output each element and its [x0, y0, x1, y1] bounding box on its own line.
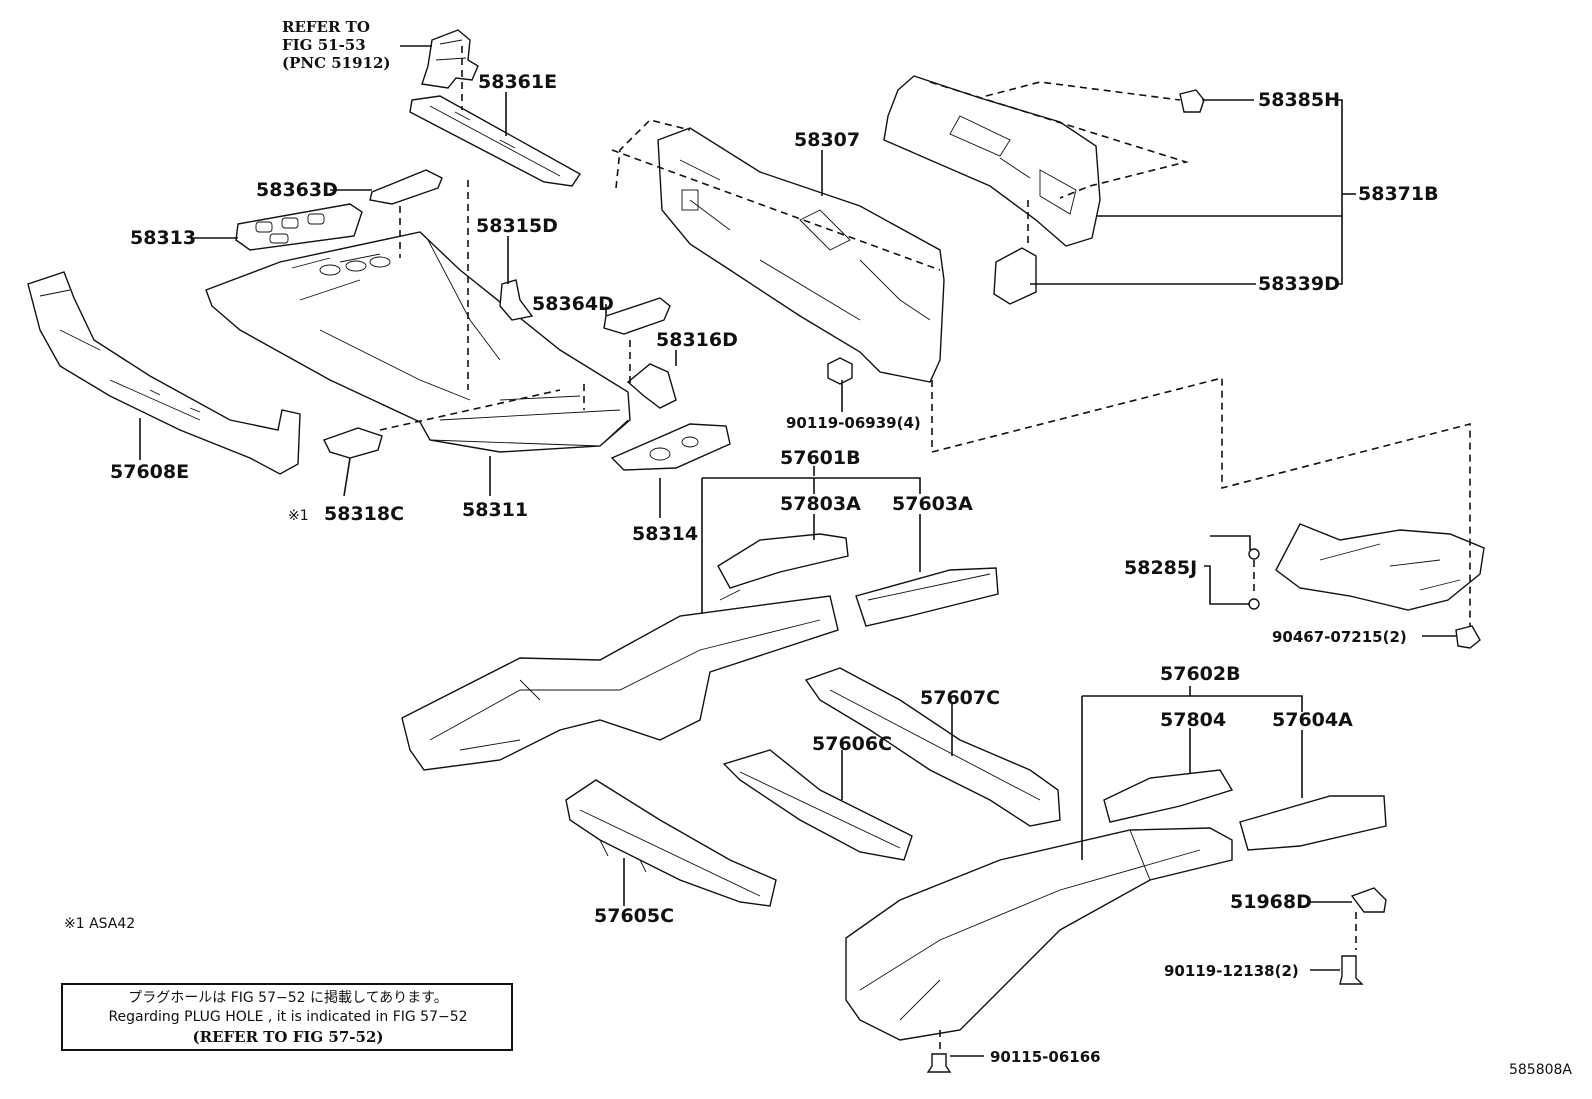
label-58285J[interactable]: 58285J — [1124, 557, 1197, 579]
part-57604A-shape — [1239, 795, 1387, 851]
label-58313[interactable]: 58313 — [130, 227, 196, 249]
label-58318C[interactable]: 58318C — [324, 503, 404, 525]
part-58311-shape — [205, 231, 631, 453]
label-58307[interactable]: 58307 — [794, 129, 860, 151]
label-58361E[interactable]: 58361E — [478, 71, 557, 93]
label-58385H[interactable]: 58385H — [1258, 89, 1340, 111]
label-57607C[interactable]: 57607C — [920, 687, 1000, 709]
refer-bracket-part — [421, 29, 479, 89]
label-51968D[interactable]: 51968D — [1230, 891, 1312, 913]
label-58363D[interactable]: 58363D — [256, 179, 338, 201]
part-58318C-shape — [323, 427, 383, 459]
info-box-japanese: プラグホールは FIG 57−52 に掲載してあります。 — [128, 990, 448, 1006]
label-57803A[interactable]: 57803A — [780, 493, 861, 515]
part-58316D-shape — [626, 363, 677, 409]
part-58315D-shape — [499, 279, 534, 321]
marker-asa42: ※1 — [288, 508, 309, 524]
part-57607C-shape — [804, 667, 1061, 827]
leader-lines — [139, 45, 1456, 1057]
refer-note: REFER TO FIG 51-53 (PNC 51912) — [282, 18, 391, 72]
label-58364D[interactable]: 58364D — [532, 293, 614, 315]
part-58385H-shape — [1179, 89, 1205, 113]
label-90467-07215[interactable]: 90467-07215(2) — [1272, 628, 1407, 646]
bolt-90119-06939-shape — [827, 357, 853, 385]
footnote-asa42: ※1 ASA42 — [64, 916, 135, 932]
dashed-alignment-lines — [379, 46, 1471, 1052]
part-58285J-shape — [1275, 523, 1485, 611]
clip-90467-07215-shape — [1455, 625, 1481, 649]
part-58314-shape — [610, 423, 731, 471]
part-57606C-shape — [722, 749, 913, 861]
part-57608E-shape — [27, 271, 301, 475]
part-58313-shape — [235, 203, 363, 251]
label-90115-06166[interactable]: 90115-06166 — [990, 1048, 1101, 1066]
figure-id: 585808A — [1509, 1062, 1572, 1078]
label-58316D[interactable]: 58316D — [656, 329, 738, 351]
label-57804[interactable]: 57804 — [1160, 709, 1226, 731]
part-57603A-shape — [855, 567, 999, 627]
label-57602B[interactable]: 57602B — [1160, 663, 1241, 685]
part-58339D-shape — [993, 247, 1037, 305]
label-90119-12138[interactable]: 90119-12138(2) — [1164, 962, 1299, 980]
part-58361E-shape — [409, 95, 582, 187]
part-57602B-shape — [845, 827, 1233, 1041]
part-51968D-shape — [1350, 887, 1387, 913]
label-90119-06939[interactable]: 90119-06939(4) — [786, 414, 921, 432]
refer-note-line1: REFER TO — [282, 18, 370, 36]
label-58315D[interactable]: 58315D — [476, 215, 558, 237]
plug-hole-info-box: プラグホールは FIG 57−52 に掲載してあります。 Regarding P… — [61, 983, 513, 1051]
part-58364D-shape — [603, 297, 671, 335]
part-57601B-shape — [401, 589, 839, 771]
label-57603A[interactable]: 57603A — [892, 493, 973, 515]
label-58339D[interactable]: 58339D — [1258, 273, 1340, 295]
label-58311[interactable]: 58311 — [462, 499, 528, 521]
part-58307-shape — [657, 127, 945, 383]
part-58363D-shape — [369, 169, 443, 205]
label-57605C[interactable]: 57605C — [594, 905, 674, 927]
label-58371B[interactable]: 58371B — [1358, 183, 1439, 205]
label-58314[interactable]: 58314 — [632, 523, 698, 545]
part-57804-shape — [1103, 769, 1234, 823]
bolt-90119-12138-shape — [1339, 955, 1364, 985]
label-57604A[interactable]: 57604A — [1272, 709, 1353, 731]
part-57605C-shape — [565, 779, 777, 907]
info-box-english: Regarding PLUG HOLE , it is indicated in… — [108, 1009, 467, 1025]
info-box-reference: (REFER TO FIG 57-52) — [193, 1028, 384, 1046]
part-57803A-shape — [717, 533, 849, 589]
label-57608E[interactable]: 57608E — [110, 461, 189, 483]
refer-note-line3: (PNC 51912) — [282, 54, 391, 72]
bolt-90115-06166-shape — [926, 1053, 952, 1073]
refer-note-line2: FIG 51-53 — [282, 36, 366, 54]
label-57601B[interactable]: 57601B — [780, 447, 861, 469]
label-57606C[interactable]: 57606C — [812, 733, 892, 755]
